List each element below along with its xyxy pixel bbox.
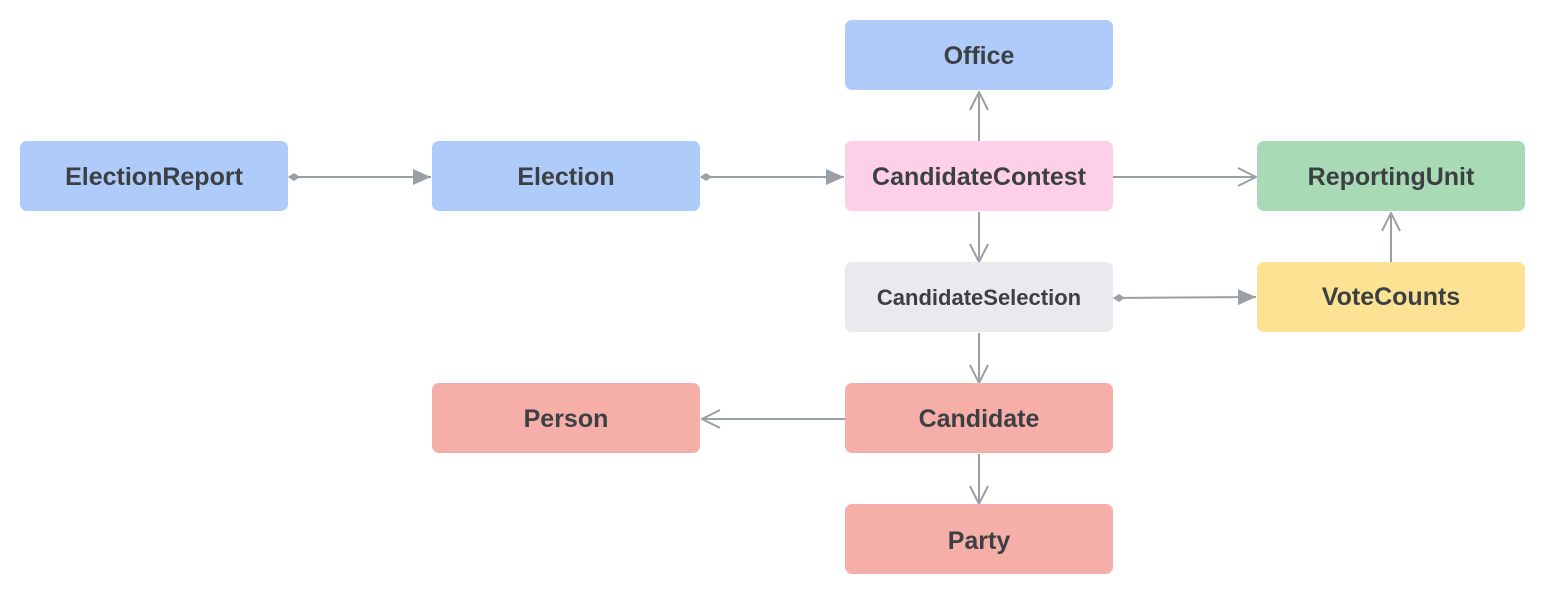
node-label: CandidateContest (872, 163, 1087, 191)
node-person[interactable]: Person (432, 383, 700, 453)
node-box (845, 262, 1113, 332)
node-electionreport[interactable]: ElectionReport (20, 141, 288, 211)
node-box (432, 383, 700, 453)
node-label: Candidate (919, 405, 1040, 433)
edges (288, 92, 1391, 504)
node-box (20, 141, 288, 211)
node-label: ReportingUnit (1308, 163, 1475, 191)
node-label: ElectionReport (65, 163, 243, 191)
node-box (845, 383, 1113, 453)
node-reportingunit[interactable]: ReportingUnit (1257, 141, 1525, 211)
node-box (1257, 262, 1525, 332)
node-candidateselection[interactable]: CandidateSelection (845, 262, 1113, 332)
node-label: VoteCounts (1322, 283, 1460, 311)
node-box (845, 20, 1113, 90)
edge-candidateselection-votecounts (1113, 289, 1257, 306)
node-label: Office (944, 42, 1015, 70)
node-label: Person (524, 405, 609, 433)
node-votecounts[interactable]: VoteCounts (1257, 262, 1525, 332)
node-label: Election (517, 163, 614, 191)
node-label: CandidateSelection (877, 285, 1081, 310)
node-election[interactable]: Election (432, 141, 700, 211)
node-box (845, 504, 1113, 574)
node-box (1257, 141, 1525, 211)
node-candidate[interactable]: Candidate (845, 383, 1113, 453)
node-label: Party (948, 527, 1011, 555)
node-candidatecontest[interactable]: CandidateContest (845, 141, 1113, 211)
node-box (432, 141, 700, 211)
node-party[interactable]: Party (845, 504, 1113, 574)
node-box (845, 141, 1113, 211)
node-office[interactable]: Office (845, 20, 1113, 90)
